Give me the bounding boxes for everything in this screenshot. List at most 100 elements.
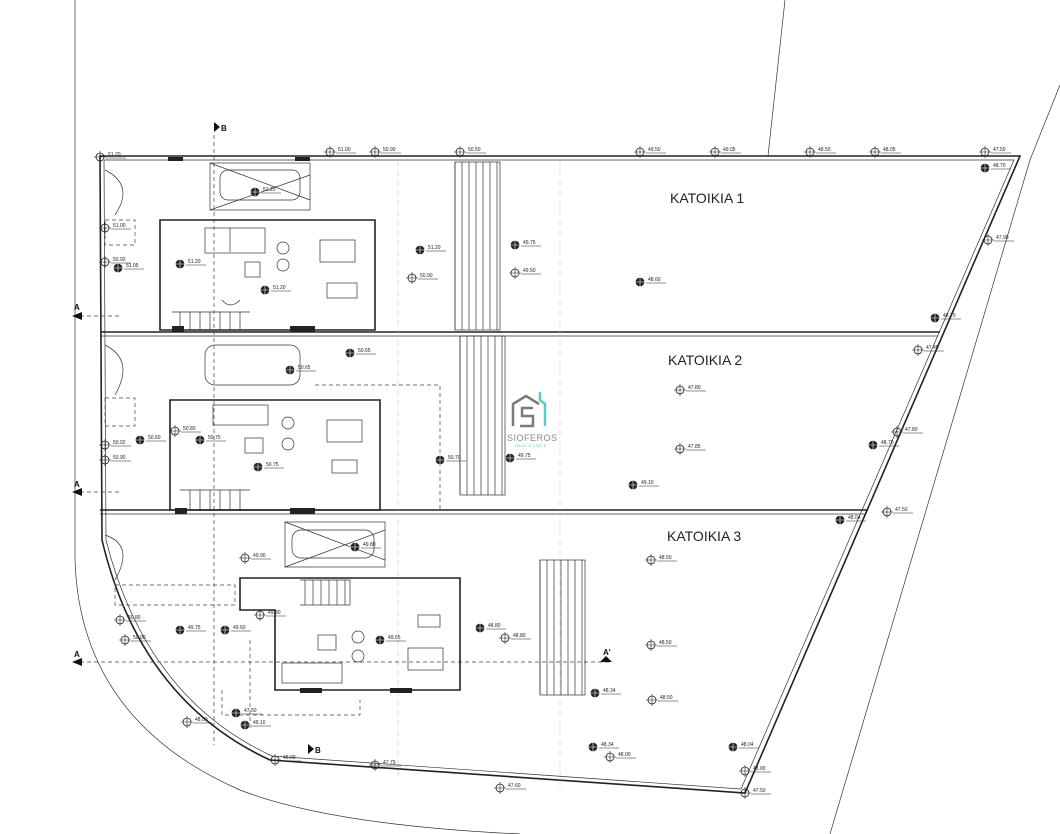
elevation-value: 47.85	[688, 444, 701, 450]
elevation-marker: 51.20	[249, 186, 281, 198]
svg-text:SIOFEROS: SIOFEROS	[507, 433, 558, 443]
elevation-value: 50.75	[208, 435, 221, 441]
elevation-marker: 47.90	[982, 234, 1014, 246]
steps	[454, 161, 501, 331]
elevation-value: 48.50	[660, 695, 673, 701]
elevation-value: 47.45	[926, 345, 939, 351]
elevation-marker: 48.50	[646, 694, 678, 706]
elevation-marker: 49.65	[374, 634, 406, 646]
section-label-b: B	[221, 124, 227, 133]
elevation-marker: 50.90	[99, 454, 131, 466]
elevation-marker: 50.70	[434, 454, 466, 466]
elevation-marker: 48.04	[834, 514, 866, 526]
section-arrow-icon	[214, 122, 220, 132]
elevation-value: 51.00	[338, 147, 351, 153]
elevation-marker: 48.34	[587, 741, 619, 753]
elevation-marker: 48.00	[604, 751, 636, 763]
elevation-value: 47.75	[383, 760, 396, 766]
house-2	[104, 344, 441, 514]
elevation-value: 51.20	[108, 152, 121, 158]
sioferos-logo: SIOFEROS REAL ESTATE	[507, 392, 558, 448]
elevation-value: 48.60	[648, 277, 661, 283]
elevation-value: 48.70	[943, 313, 956, 319]
elevation-value: 49.65	[388, 635, 401, 641]
elevation-marker: 50.50	[454, 146, 486, 158]
lot-label-katoikia-1: KATOIKIA 1	[670, 190, 744, 206]
lot-label-katoikia-2: KATOIKIA 2	[668, 352, 742, 368]
elevation-value: 50.90	[420, 273, 433, 279]
section-label-a-prime: A'	[603, 648, 611, 657]
elevation-value: 50.90	[383, 147, 396, 153]
elevation-marker: 48.50	[645, 554, 677, 566]
elevation-value: 50.92	[113, 440, 126, 446]
elevation-value: 49.75	[188, 625, 201, 631]
elevation-marker: 47.50	[230, 707, 262, 719]
elevation-marker: 49.75	[509, 239, 541, 251]
steps	[459, 335, 506, 496]
elevation-marker: 47.45	[912, 344, 944, 356]
elevation-value: 50.65	[298, 365, 311, 371]
elevation-value: 47.50	[244, 708, 257, 714]
elevation-marker: 50.92	[99, 256, 131, 268]
elevation-value: 48.50	[818, 147, 831, 153]
elevation-value: 50.80	[183, 426, 196, 432]
elevation-value: 47.60	[508, 783, 521, 789]
sofa	[204, 227, 266, 254]
elevation-value: 48.00	[753, 766, 766, 772]
parking-space-3	[284, 521, 386, 568]
section-arrow-icon	[72, 488, 82, 496]
svg-text:REAL ESTATE: REAL ESTATE	[515, 443, 547, 448]
section-label-a: A	[74, 650, 80, 659]
elevation-marker: 49.50	[509, 267, 541, 279]
section-arrow-icon	[72, 312, 82, 320]
elevation-marker: 49.90	[239, 552, 271, 564]
elevation-value: 49.80	[268, 610, 281, 616]
elevation-value: 48.04	[848, 515, 861, 521]
house-logo-icon	[511, 394, 540, 426]
elevation-value: 48.05	[883, 147, 896, 153]
elevation-value: 50.90	[113, 455, 126, 461]
elevation-value: 48.80	[513, 633, 526, 639]
elevation-marker: 50.80	[169, 425, 201, 437]
section-arrow-icon	[600, 656, 612, 662]
elevation-value: 48.34	[603, 688, 616, 694]
elevation-value: 50.65	[358, 348, 371, 354]
elevation-marker: 48.70	[929, 312, 961, 324]
elevation-marker: 48.50	[804, 146, 836, 158]
elevation-marker: 49.80	[254, 609, 286, 621]
elevation-marker: 50.65	[344, 347, 376, 359]
car-icon	[291, 529, 375, 559]
elevation-value: 47.90	[996, 235, 1009, 241]
elevation-value: 49.75	[523, 240, 536, 246]
elevation-value: 49.10	[641, 480, 654, 486]
kitchen-island	[326, 282, 358, 299]
elevation-marker: 48.05	[869, 146, 901, 158]
elevation-value: 47.50	[753, 788, 766, 794]
elevation-value: 49.80	[363, 542, 376, 548]
parking-space-1	[209, 162, 311, 211]
steps	[539, 559, 586, 696]
elevation-marker: 48.00	[181, 716, 213, 728]
section-arrow-icon	[72, 658, 82, 666]
elevation-value: 50.75	[266, 462, 279, 468]
elevation-marker: 48.00	[739, 765, 771, 777]
elevation-marker: 47.50	[881, 506, 913, 518]
elevation-marker: 47.80	[891, 426, 923, 438]
section-markers: A A A A' B B	[72, 122, 612, 755]
elevation-marker: 50.80	[114, 614, 146, 626]
elevation-value: 47.80	[905, 427, 918, 433]
elevation-marker: 48.60	[634, 276, 666, 288]
elevation-marker: 49.10	[627, 479, 659, 491]
section-label-b: B	[315, 746, 321, 755]
elevation-marker: 50.90	[369, 146, 401, 158]
elevation-value: 50.50	[468, 147, 481, 153]
elevation-value: 48.34	[601, 742, 614, 748]
elevation-marker: 50.75	[194, 434, 226, 446]
elevation-marker: 50.60	[134, 434, 166, 446]
elevation-marker: 49.60	[219, 624, 251, 636]
elevation-marker: 48.70	[979, 162, 1011, 174]
elevation-value: 51.20	[263, 187, 276, 193]
elevation-value: 48.70	[993, 163, 1006, 169]
elevation-marker: 51.20	[174, 258, 206, 270]
